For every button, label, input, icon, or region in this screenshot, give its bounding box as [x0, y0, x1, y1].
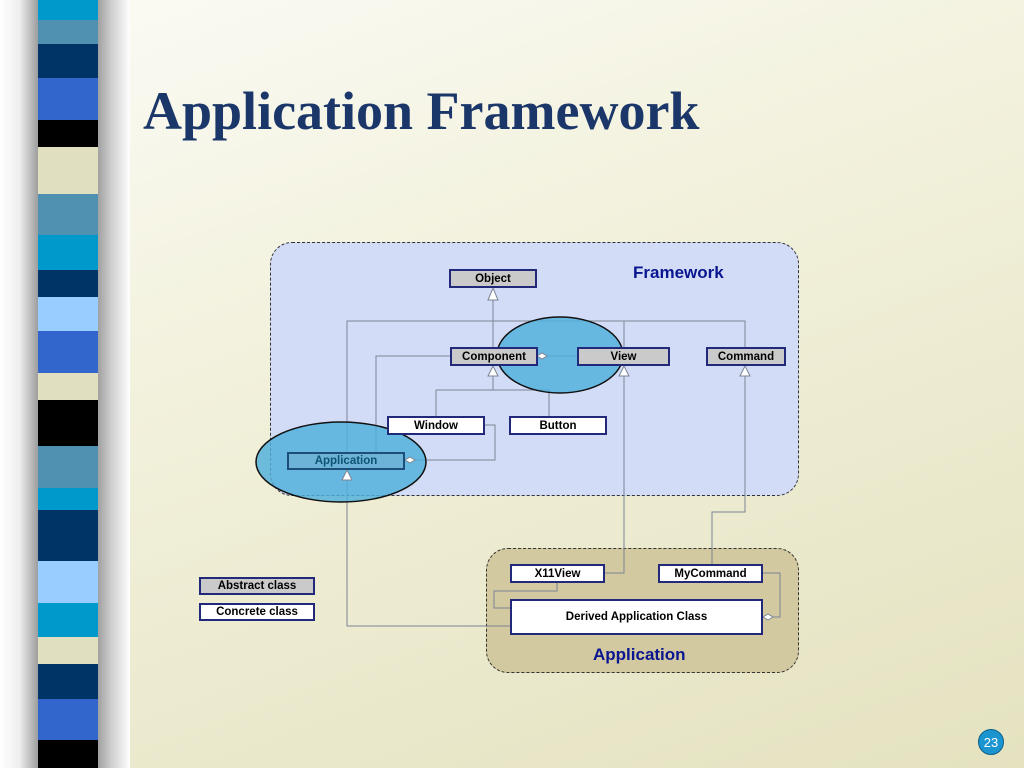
application-package-label: Application	[593, 645, 686, 664]
class-view: View	[577, 347, 670, 366]
stripe	[38, 235, 98, 270]
legend-concrete-class: Concrete class	[199, 603, 315, 621]
stripe	[38, 194, 98, 235]
stripe	[38, 20, 98, 44]
stripe	[38, 331, 98, 373]
stripe	[38, 510, 98, 561]
stripe	[38, 44, 98, 78]
stripe	[38, 0, 98, 20]
class-command: Command	[706, 347, 786, 366]
class-button: Button	[509, 416, 607, 435]
page-title: Application Framework	[143, 81, 700, 141]
stripe	[38, 373, 98, 400]
highlight-ellipse-application	[255, 421, 427, 503]
class-window: Window	[387, 416, 485, 435]
class-mycommand: MyCommand	[658, 564, 763, 583]
stripe	[38, 637, 98, 664]
stripe	[38, 446, 98, 488]
class-object: Object	[449, 269, 537, 288]
class-application: Application	[287, 452, 405, 470]
stripe	[38, 120, 98, 147]
framework-label: Framework	[633, 263, 724, 282]
stripe	[38, 270, 98, 297]
stripe	[38, 147, 98, 194]
page-number: 23	[978, 729, 1004, 755]
class-derived-application: Derived Application Class	[510, 599, 763, 635]
stripe	[38, 603, 98, 637]
stripe	[38, 297, 98, 331]
decorative-stripe-bar	[38, 0, 98, 768]
stripe	[38, 699, 98, 740]
stripe	[38, 561, 98, 603]
class-x11view: X11View	[510, 564, 605, 583]
stripe	[38, 400, 98, 446]
stripe	[38, 78, 98, 120]
stripe	[38, 664, 98, 699]
class-component: Component	[450, 347, 538, 366]
stripe	[38, 740, 98, 768]
stripe	[38, 488, 98, 510]
legend-abstract-class: Abstract class	[199, 577, 315, 595]
